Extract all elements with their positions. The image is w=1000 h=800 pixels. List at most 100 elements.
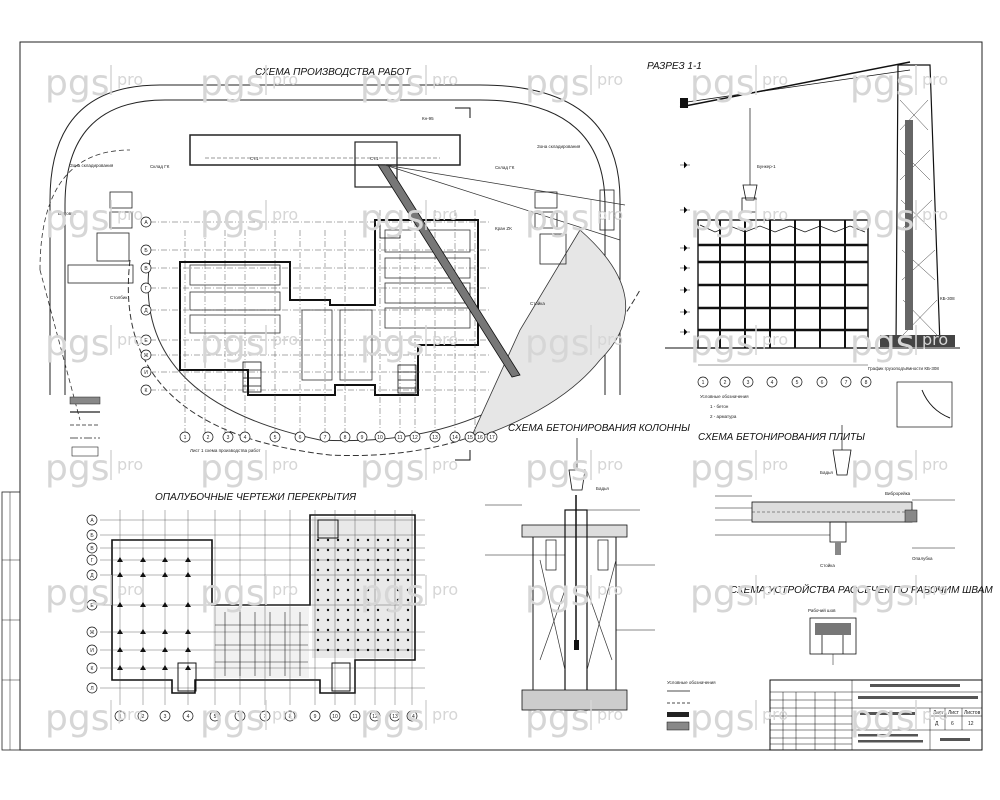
formwork-prop-mark bbox=[316, 578, 320, 582]
watermark-suffix: pro bbox=[432, 580, 458, 599]
plan-axis-number: 3 bbox=[222, 431, 234, 443]
svg-text:Лист 1 схема производства рабо: Лист 1 схема производства работ bbox=[190, 448, 260, 453]
formwork-prop-mark bbox=[396, 578, 400, 582]
formwork-prop-mark bbox=[396, 588, 400, 592]
formwork-prop-mark bbox=[326, 598, 330, 602]
formwork-prop-mark bbox=[326, 568, 330, 572]
formwork-prop-mark bbox=[366, 598, 370, 602]
watermark-brand: pgs bbox=[525, 448, 589, 489]
formwork-axis-letter-label: А bbox=[90, 518, 94, 524]
formwork-axis-number: 10 bbox=[329, 710, 341, 722]
formwork-prop-mark bbox=[316, 608, 320, 612]
formwork-prop-mark bbox=[386, 568, 390, 572]
formwork-prop-mark bbox=[396, 538, 400, 542]
watermark-suffix: pro bbox=[272, 455, 298, 474]
formwork-prop-mark bbox=[406, 558, 410, 562]
formwork-prop-mark bbox=[316, 628, 320, 632]
formwork-axis-number: 5 bbox=[209, 710, 221, 722]
plan-axis-number-label: 10 bbox=[377, 435, 383, 441]
formwork-post-mark bbox=[185, 602, 191, 607]
watermark-brand: pgs bbox=[850, 698, 914, 739]
plan-axis-number: 8 bbox=[339, 431, 351, 443]
plan-axis-letter-label: Д bbox=[144, 308, 148, 314]
formwork-axis-letter: Л bbox=[86, 682, 98, 694]
formwork-prop-mark bbox=[316, 618, 320, 622]
formwork-axis-letter-label: В bbox=[90, 546, 94, 552]
plan-axis-number: 7 bbox=[319, 431, 331, 443]
watermark-suffix: pro bbox=[272, 330, 298, 349]
formwork-prop-mark bbox=[386, 558, 390, 562]
watermark-brand: pgs bbox=[45, 698, 109, 739]
plan-axis-letter-label: Ж bbox=[144, 353, 149, 359]
plan-axis-letter: Е bbox=[140, 334, 152, 346]
watermark-suffix: pro bbox=[432, 705, 458, 724]
watermark-brand: pgs bbox=[360, 198, 424, 239]
formwork-post-mark bbox=[117, 647, 123, 652]
watermark-suffix: pro bbox=[117, 70, 143, 89]
section-axis-number: 1 bbox=[697, 376, 709, 388]
svg-text:Бункер-1: Бункер-1 bbox=[757, 164, 776, 169]
plan-axis-letter-label: Е bbox=[144, 338, 148, 344]
watermark-brand: pgs bbox=[525, 63, 589, 104]
formwork-post-mark bbox=[117, 572, 123, 577]
svg-text:Ст.1: Ст.1 bbox=[250, 156, 259, 161]
formwork-prop-mark bbox=[376, 588, 380, 592]
plan-axis-letter-label: А bbox=[144, 220, 148, 226]
formwork-prop-mark bbox=[346, 598, 350, 602]
formwork-prop-mark bbox=[366, 548, 370, 552]
formwork-prop-mark bbox=[356, 568, 360, 572]
formwork-prop-mark bbox=[386, 588, 390, 592]
stamp-stage: Д bbox=[935, 721, 939, 727]
watermark-brand: pgs bbox=[45, 63, 109, 104]
formwork-prop-mark bbox=[376, 548, 380, 552]
watermark-suffix: pro bbox=[922, 455, 948, 474]
formwork-post-mark bbox=[162, 665, 168, 670]
formwork-prop-mark bbox=[406, 628, 410, 632]
watermark-suffix: pro bbox=[922, 705, 948, 724]
svg-text:Условные обозначения: Условные обозначения bbox=[700, 394, 749, 399]
formwork-axis-number-label: 7 bbox=[264, 714, 267, 720]
formwork-prop-mark bbox=[396, 608, 400, 612]
formwork-prop-mark bbox=[326, 578, 330, 582]
title-formwork: ОПАЛУБОЧНЫЕ ЧЕРТЕЖИ ПЕРЕКРЫТИЯ bbox=[155, 492, 356, 503]
formwork-axis-letter-label: Л bbox=[90, 686, 93, 692]
formwork-axis-number-label: 8 bbox=[289, 714, 292, 720]
formwork-prop-mark bbox=[346, 578, 350, 582]
watermark-brand: pgs bbox=[45, 198, 109, 239]
formwork-prop-mark bbox=[336, 578, 340, 582]
formwork-prop-mark bbox=[326, 628, 330, 632]
formwork-axis-letter-label: К bbox=[91, 666, 94, 672]
watermark-brand: pgs bbox=[690, 198, 754, 239]
svg-text:КБ-308: КБ-308 bbox=[940, 296, 955, 301]
title-joint-scheme: СХЕМА УСТРОЙСТВА РАССЕЧЕК ПО РАБОЧИМ ШВА… bbox=[730, 583, 993, 596]
formwork-axis-letter-label: Е bbox=[90, 603, 94, 609]
formwork-prop-mark bbox=[356, 648, 360, 652]
formwork-prop-mark bbox=[346, 628, 350, 632]
watermark-brand: pgs bbox=[525, 573, 589, 614]
watermark-suffix: pro bbox=[762, 580, 788, 599]
watermark-suffix: pro bbox=[597, 70, 623, 89]
formwork-prop-mark bbox=[336, 628, 340, 632]
plan-axis-letter: И bbox=[140, 366, 152, 378]
plan-axis-number-label: 11 bbox=[397, 435, 402, 441]
watermark-brand: pgs bbox=[200, 198, 264, 239]
formwork-prop-mark bbox=[386, 578, 390, 582]
plan-axis-number-label: 15 bbox=[467, 435, 473, 441]
plan-axis-letter-label: И bbox=[144, 370, 148, 376]
svg-text:Кн-95: Кн-95 bbox=[422, 116, 434, 121]
formwork-post-mark bbox=[140, 647, 146, 652]
formwork-post-mark bbox=[185, 557, 191, 562]
formwork-axis-letter-label: И bbox=[90, 648, 94, 654]
plan-axis-number-label: 16 bbox=[477, 435, 483, 441]
section-axis-number: 5 bbox=[791, 376, 803, 388]
formwork-post-mark bbox=[162, 572, 168, 577]
watermark-brand: pgs bbox=[360, 323, 424, 364]
formwork-prop-mark bbox=[386, 538, 390, 542]
formwork-post-mark bbox=[140, 602, 146, 607]
formwork-prop-mark bbox=[386, 618, 390, 622]
section-axis-number: 4 bbox=[766, 376, 778, 388]
formwork-post-mark bbox=[185, 665, 191, 670]
plan-axis-number: 4 bbox=[239, 431, 251, 443]
formwork-prop-mark bbox=[346, 568, 350, 572]
